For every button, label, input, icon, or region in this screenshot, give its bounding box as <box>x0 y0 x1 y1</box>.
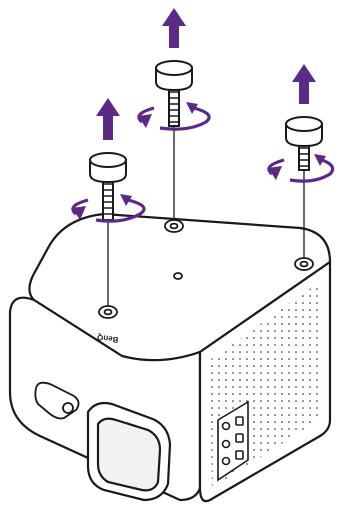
thumb-screw-left-group <box>72 98 144 221</box>
center-screw-hole <box>174 273 182 279</box>
up-arrow-icon <box>96 98 120 140</box>
thumb-screw-right-group <box>268 64 333 181</box>
thumb-screw <box>156 61 192 126</box>
up-arrow-icon <box>292 64 316 104</box>
thumb-screw <box>90 153 126 220</box>
thumb-screw <box>286 117 322 170</box>
thumb-screw-center-group <box>138 8 209 129</box>
up-arrow-icon <box>162 8 186 48</box>
